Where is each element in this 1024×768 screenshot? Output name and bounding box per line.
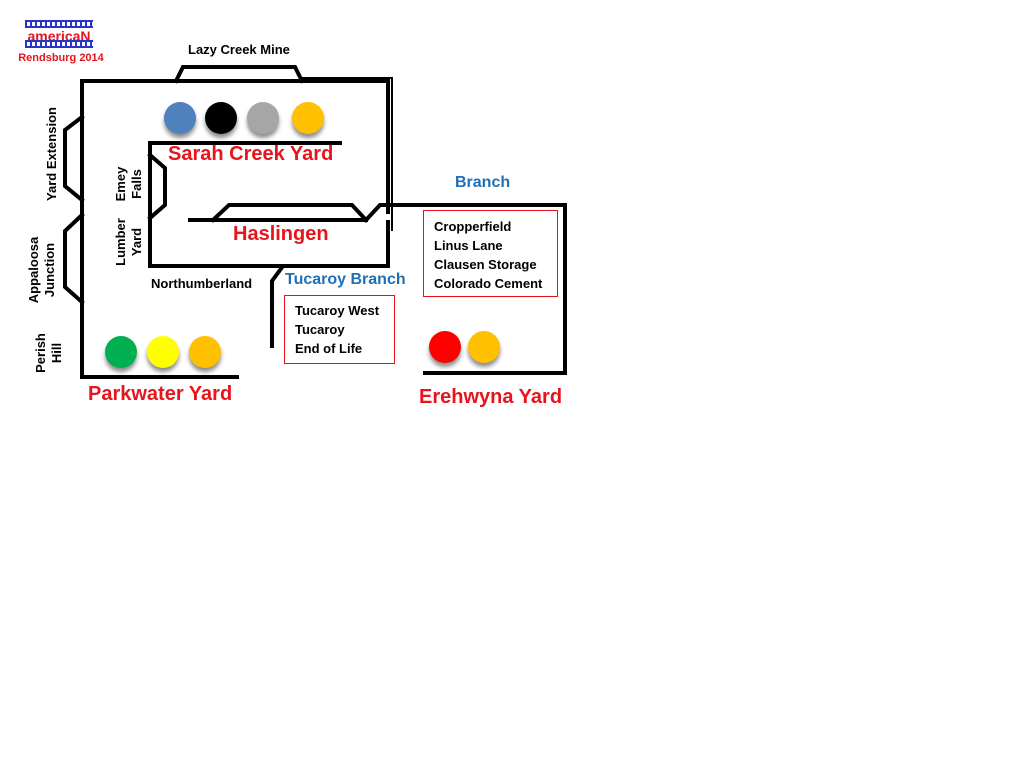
sarah-creek-car-dot [164,102,196,134]
parkwater-car-dot [189,336,221,368]
sarah-creek-car-dot [205,102,237,134]
label-emey-line2: Falls [129,169,144,199]
erehwyna-car-dot [468,331,500,363]
tucaroy-destination-item: End of Life [295,341,363,356]
tucaroy-destination-item: Tucaroy [295,322,345,337]
label-perish-hill: Perish Hill [33,328,65,378]
label-lumber-line2: Yard [129,227,144,257]
label-appaloosa-line1: Appaloosa [26,236,41,304]
logo-rail-icon [25,40,93,48]
tucaroy-branch-line [270,264,390,348]
appaloosa-junction-siding [63,212,85,305]
tucaroy-destinations-box: Tucaroy West Tucaroy End of Life [284,295,395,364]
branch-destination-item: Clausen Storage [434,257,537,272]
lazy-creek-mine-spur [173,65,305,84]
label-lumber-line1: Lumber [113,218,128,266]
label-emey-falls: Emey Falls [113,159,145,209]
haslingen-siding [210,203,369,223]
logo-subtitle: Rendsburg 2014 [18,52,104,64]
label-northumberland: Northumberland [151,276,253,291]
label-haslingen: Haslingen [233,223,329,245]
label-appaloosa-junction: Appaloosa Junction [26,232,58,308]
branch-line [363,203,567,375]
parkwater-car-dot [105,336,137,368]
tucaroy-destination-item: Tucaroy West [295,303,380,318]
branch-destination-item: Cropperfield [434,219,512,234]
logo-rail-icon [25,20,93,28]
label-branch: Branch [455,174,511,191]
label-emey-line1: Emey [113,166,128,202]
parkwater-car-dot [147,336,179,368]
label-erehwyna-yard: Erehwyna Yard [419,386,563,408]
label-yard-extension-text: Yard Extension [44,107,59,201]
sarah-creek-car-dot [247,102,279,134]
branch-destination-item: Linus Lane [434,238,503,253]
label-sarah-creek-yard: Sarah Creek Yard [168,143,334,165]
emey-falls-siding [147,152,167,221]
inner-loop-track [148,141,390,268]
label-appaloosa-line2: Junction [42,242,57,298]
branch-destination-item: Colorado Cement [434,276,543,291]
label-perish-line2: Hill [49,342,64,364]
erehwyna-car-dot [429,331,461,363]
label-parkwater-yard: Parkwater Yard [88,383,233,405]
branch-destinations-box: Cropperfield Linus Lane Clausen Storage … [423,210,558,297]
yard-extension-siding [63,114,85,203]
label-lumber-yard: Lumber Yard [113,212,145,272]
label-yard-extension: Yard Extension [44,99,60,209]
american-logo: americaN Rendsburg 2014 [17,20,105,64]
label-tucaroy-branch: Tucaroy Branch [285,271,406,288]
label-perish-line1: Perish [33,333,48,373]
label-lazy-creek-mine: Lazy Creek Mine [188,42,290,57]
sarah-creek-car-dot [292,102,324,134]
